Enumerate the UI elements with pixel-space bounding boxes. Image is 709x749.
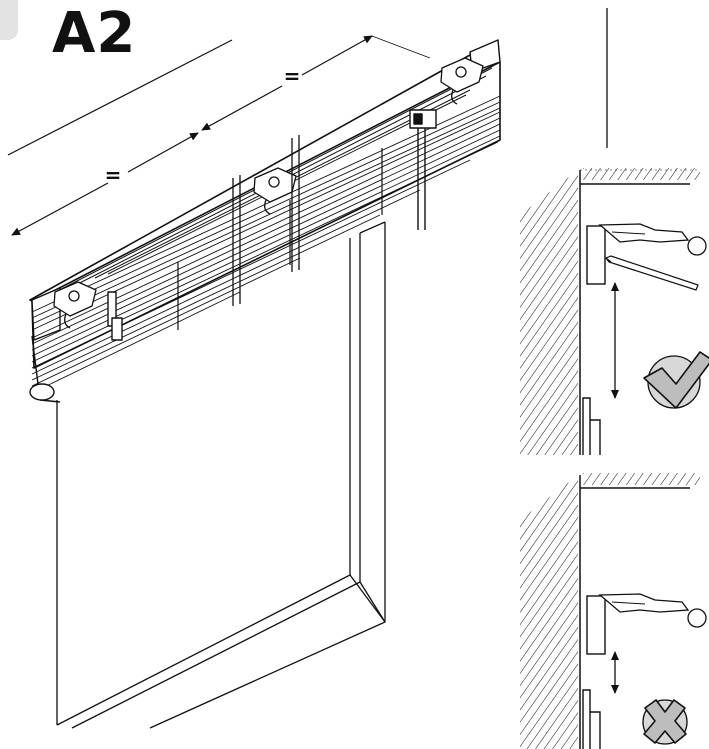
bracket-right (440, 57, 484, 105)
pencil-icon (605, 255, 699, 291)
blind-assembly (29, 39, 501, 729)
detail-correct (520, 168, 707, 455)
check-mark-icon (643, 351, 709, 409)
detail-incorrect (520, 473, 707, 749)
window-frame (56, 221, 386, 729)
bottom-rail (29, 383, 55, 401)
bracket-middle (253, 167, 297, 215)
pull-cord (409, 109, 437, 230)
equal-mark-left: = (105, 163, 122, 187)
cross-mark-icon (642, 699, 688, 745)
tilt-wand (107, 291, 123, 341)
equal-mark-right: = (284, 64, 301, 88)
step-label: A2 (52, 1, 137, 66)
section-lines (232, 135, 300, 306)
bracket-left (53, 281, 97, 329)
dimension-lines (7, 35, 431, 236)
corner-tab (0, 0, 18, 40)
